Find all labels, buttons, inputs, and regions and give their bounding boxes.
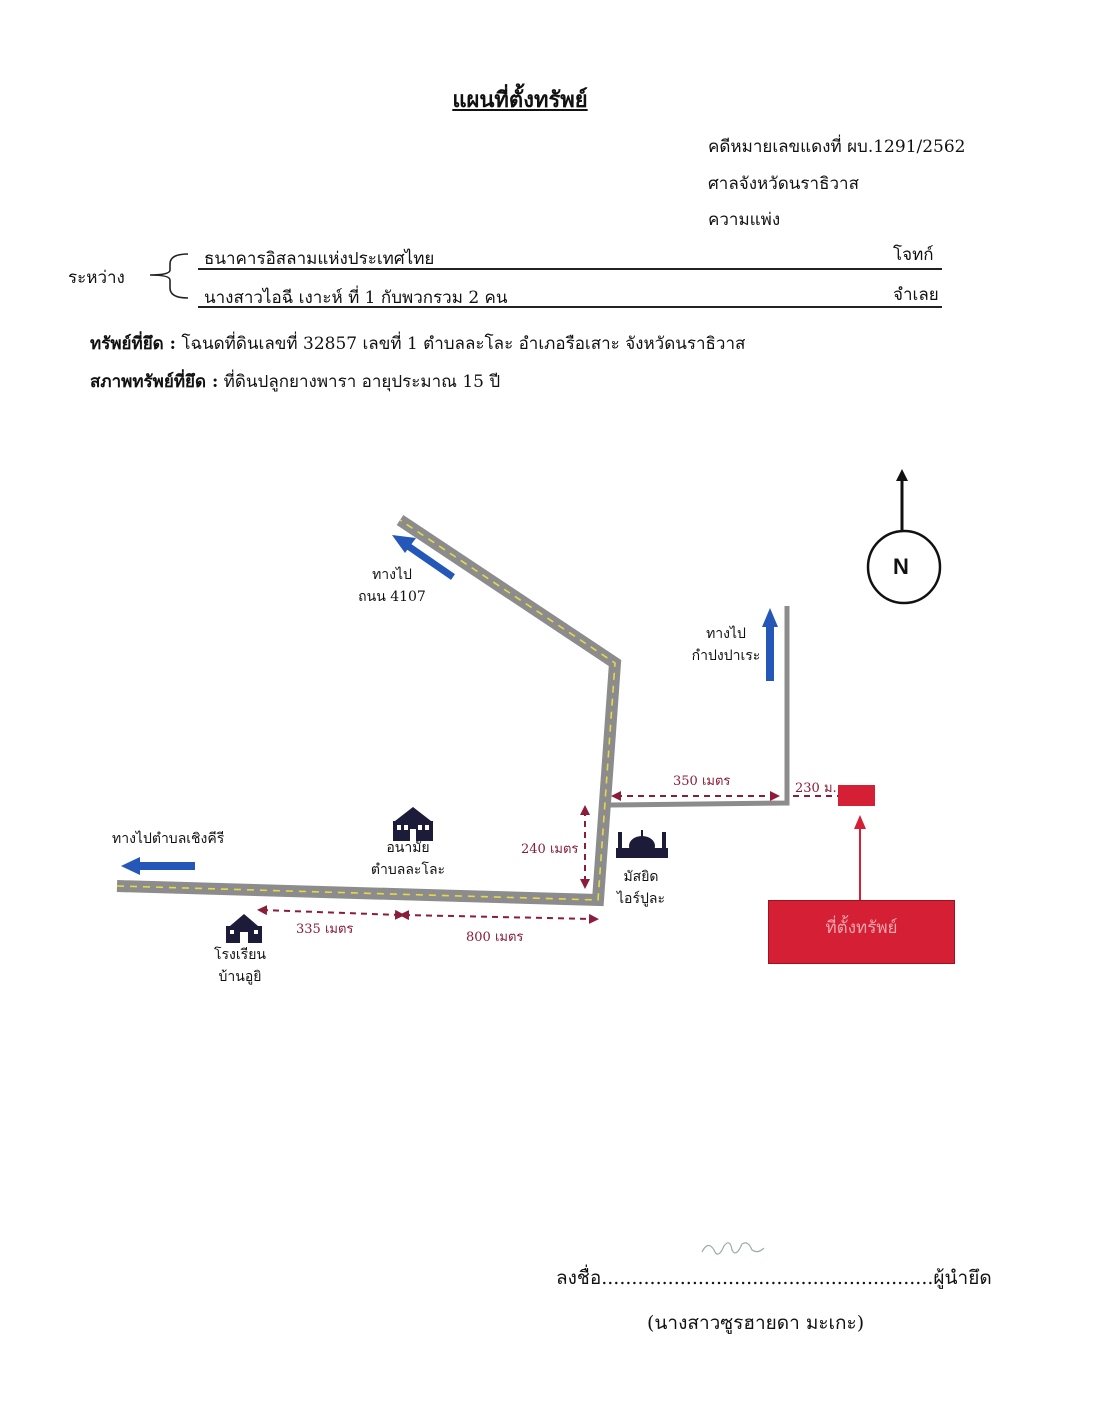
- between-label: ระหว่าง: [68, 268, 125, 288]
- seized-label: ทรัพย์ที่ยึด :: [90, 334, 176, 354]
- property-location-label: ที่ตั้งทรัพย์: [825, 918, 898, 938]
- page-title: แผนที่ตั้งทรัพย์: [452, 87, 588, 113]
- property-marker: [838, 785, 875, 806]
- property-pointer: [854, 815, 866, 900]
- signer-name: (นางสาวซูรฮายดา มะเกะ): [647, 1312, 865, 1334]
- mosque-label: มัสยิด ไอร์ปูละ: [606, 866, 676, 910]
- health-center-icon: [393, 807, 433, 841]
- court-name: ศาลจังหวัดนราธิวาส: [708, 174, 859, 194]
- seized-value: โฉนดที่ดินเลขที่ 32857 เลขที่ 1 ตำบลละโล…: [181, 334, 746, 354]
- arrow-to-kampong: [762, 608, 778, 681]
- north-arrow-icon: [866, 469, 942, 605]
- health-center-line1: อนามัย: [386, 840, 430, 856]
- direction-road-4107: ทางไป ถนน 4107: [352, 564, 432, 608]
- dist-335-arrow: [257, 905, 405, 920]
- property-location-box: ที่ตั้งทรัพย์: [768, 900, 955, 964]
- defendant-name: นางสาวไอฉี เงาะห์ ที่ 1 กับพวกรวม 2 คน: [204, 288, 508, 308]
- defendant-underline: [198, 306, 942, 308]
- school-line1: โรงเรียน: [214, 947, 266, 963]
- distance-230: 230 ม.: [795, 781, 837, 796]
- mosque-line2: ไอร์ปูละ: [617, 891, 665, 907]
- direction-choengkhiri: ทางไปตำบลเชิงคีรี: [112, 831, 225, 847]
- dist-800-arrow: [399, 910, 599, 924]
- school-icon: [226, 914, 262, 943]
- plaintiff-name: ธนาคารอิสลามแห่งประเทศไทย: [204, 249, 435, 269]
- case-type: ความแพ่ง: [708, 210, 781, 230]
- school-label: โรงเรียน บ้านอูยิ: [200, 944, 280, 988]
- direction-kampong-line2: กำปงปาเระ: [691, 648, 761, 664]
- condition-label: สภาพทรัพย์ที่ยึด :: [90, 372, 219, 392]
- signature-scribble: [701, 1242, 765, 1255]
- distance-350: 350 เมตร: [673, 774, 731, 789]
- direction-kampong-line1: ทางไป: [706, 626, 746, 642]
- defendant-role: จำเลย: [893, 285, 939, 305]
- arrow-to-choengkhiri: [121, 857, 195, 875]
- direction-road-4107-line1: ทางไป: [372, 567, 412, 583]
- plaintiff-underline: [198, 268, 942, 270]
- direction-kampong: ทางไป กำปงปาเระ: [682, 623, 770, 667]
- seized-property-line: ทรัพย์ที่ยึด : โฉนดที่ดินเลขที่ 32857 เล…: [90, 330, 745, 357]
- mosque-icon: [616, 830, 668, 858]
- north-label: N: [893, 554, 909, 579]
- arrow-to-road-4107: [392, 535, 455, 580]
- signature-line: ลงชื่อ..................................…: [556, 1267, 992, 1289]
- side-road: [609, 606, 790, 808]
- health-center-label: อนามัย ตำบลละโละ: [360, 837, 456, 881]
- plaintiff-role: โจทก์: [893, 245, 934, 265]
- health-center-line2: ตำบลละโละ: [370, 862, 446, 878]
- direction-road-4107-line2: ถนน 4107: [358, 589, 426, 605]
- case-number: คดีหมายเลขแดงที่ ผบ.1291/2562: [708, 137, 966, 157]
- property-condition-line: สภาพทรัพย์ที่ยึด : ที่ดินปลูกยางพารา อาย…: [90, 368, 500, 395]
- distance-335: 335 เมตร: [296, 922, 354, 937]
- school-line2: บ้านอูยิ: [218, 969, 262, 985]
- distance-240: 240 เมตร: [521, 842, 579, 857]
- condition-value: ที่ดินปลูกยางพารา อายุประมาณ 15 ปี: [223, 372, 501, 392]
- distance-800: 800 เมตร: [466, 930, 524, 945]
- main-road: [116, 515, 622, 907]
- mosque-line1: มัสยิด: [623, 869, 659, 885]
